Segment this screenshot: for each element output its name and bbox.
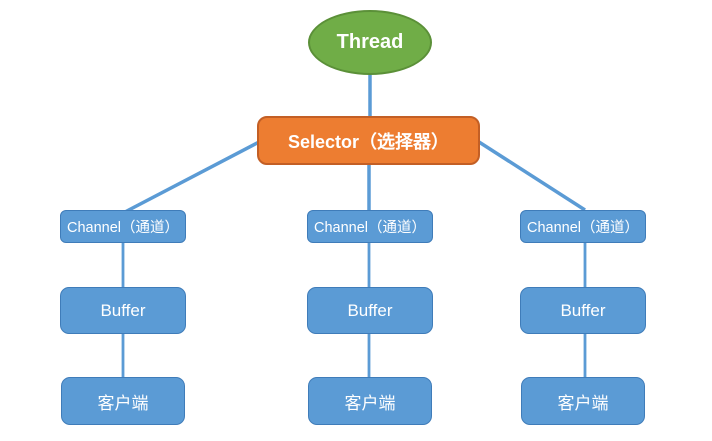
client-node-left: 客户端: [61, 377, 185, 425]
client-label: 客户端: [557, 393, 609, 413]
client-label: 客户端: [97, 393, 149, 413]
channel-label: Channel（通道）: [526, 220, 639, 236]
buffer-node-left: Buffer: [60, 287, 186, 334]
connector-selector-channel-right: [478, 140, 586, 212]
thread-label: Thread: [336, 31, 404, 53]
channel-label: Channel（通道）: [66, 220, 179, 236]
buffer-node-middle: Buffer: [307, 287, 433, 334]
client-node-middle: 客户端: [308, 377, 432, 425]
client-label: 客户端: [344, 393, 396, 413]
selector-label: Selector（选择器）: [287, 131, 450, 152]
buffer-label: Buffer: [100, 300, 146, 320]
client-node-right: 客户端: [521, 377, 645, 425]
channel-node-right: Channel（通道）: [520, 210, 646, 243]
buffer-label: Buffer: [560, 300, 606, 320]
buffer-label: Buffer: [347, 300, 393, 320]
channel-node-middle: Channel（通道）: [307, 210, 433, 243]
selector-node: Selector（选择器）: [257, 116, 480, 165]
connector-selector-channel-left: [124, 140, 260, 214]
buffer-node-right: Buffer: [520, 287, 646, 334]
channel-label: Channel（通道）: [313, 220, 426, 236]
channel-node-left: Channel（通道）: [60, 210, 186, 243]
thread-node: Thread: [308, 10, 432, 75]
